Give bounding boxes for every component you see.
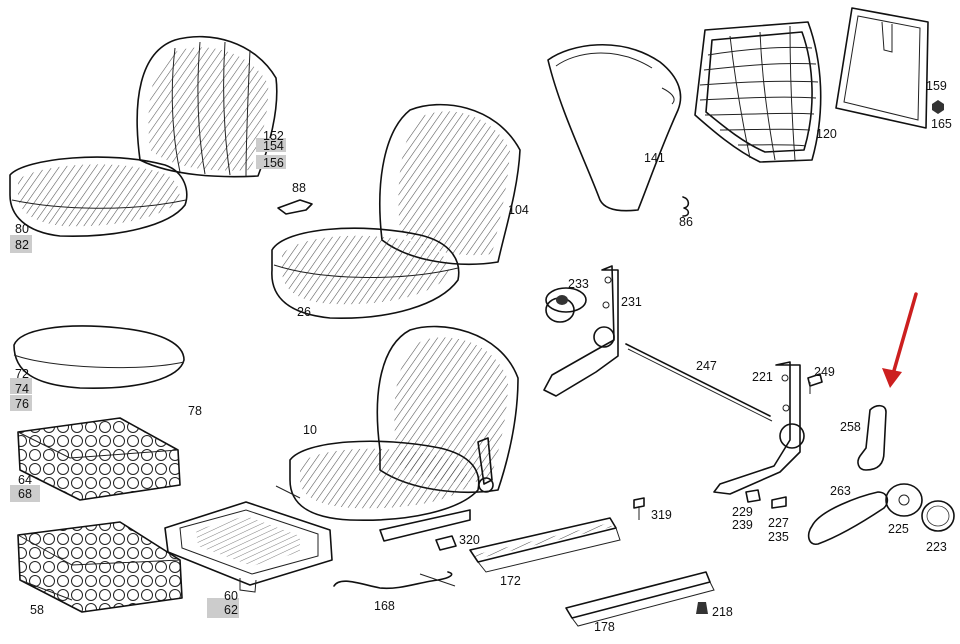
part-label-78: 78 (188, 404, 202, 418)
hinge-bracket-drawing (543, 265, 619, 397)
spring-unit-64-drawing (17, 417, 181, 501)
part-label-10: 10 (303, 423, 317, 437)
lever-258-drawing (857, 404, 887, 471)
backrest-shell-drawing (547, 44, 682, 212)
part-label-319: 319 (651, 508, 672, 522)
part-label-227: 227 (768, 516, 789, 530)
part-label-320: 320 (459, 533, 480, 547)
knob-223-drawing (921, 500, 955, 532)
spring-unit-58-drawing (17, 521, 183, 613)
part-label-86: 86 (679, 215, 693, 229)
part-label-165: 165 (931, 117, 952, 131)
part-label-141: 141 (644, 151, 665, 165)
clip-86-drawing (682, 196, 690, 217)
seat-frame-drawing (164, 501, 333, 593)
part-label-152: 152 (263, 129, 284, 143)
part-label-120: 120 (816, 127, 837, 141)
part-label-223: 223 (926, 540, 947, 554)
highlight-76 (10, 395, 32, 411)
part-label-80: 80 (15, 222, 29, 236)
back-panel-drawing (835, 7, 929, 129)
part-label-156: 156 (263, 156, 284, 170)
part-label-172: 172 (500, 574, 521, 588)
seat-cushion-cover-drawing (9, 156, 188, 237)
part-label-258: 258 (840, 420, 861, 434)
cable-168-drawing (333, 571, 456, 590)
clip-227-drawing (771, 496, 787, 509)
part-label-229: 229 (732, 505, 753, 519)
part-label-221: 221 (752, 370, 773, 384)
part-labels: 152 154 156 80 82 88 104 26 141 86 120 1… (15, 79, 952, 634)
part-label-168: 168 (374, 599, 395, 613)
part-label-154: 154 (263, 139, 284, 153)
part-label-249: 249 (814, 365, 835, 379)
part-label-235: 235 (768, 530, 789, 544)
label-highlights (10, 138, 286, 618)
part-label-178: 178 (594, 620, 615, 634)
backrest-spring-frame-drawing (694, 21, 822, 163)
part-label-58: 58 (30, 603, 44, 617)
highlight-74 (10, 378, 32, 394)
highlight-154 (256, 138, 286, 152)
hinge-bracket-221-drawing (713, 361, 805, 495)
backrest-cover-drawing (136, 35, 278, 178)
highlight-156 (256, 155, 286, 169)
part-label-225: 225 (888, 522, 909, 536)
part-label-263: 263 (830, 484, 851, 498)
bolt-249-drawing (807, 373, 823, 394)
complete-seat-drawing (275, 325, 519, 542)
part-label-233: 233 (568, 277, 589, 291)
highlight-62 (207, 598, 239, 618)
highlight-68 (10, 485, 40, 502)
part-label-72: 72 (15, 367, 29, 381)
part-label-60: 60 (224, 589, 238, 603)
part-label-247: 247 (696, 359, 717, 373)
clip-88-drawing (277, 199, 313, 215)
screw-218-drawing (696, 602, 708, 614)
part-label-239: 239 (732, 518, 753, 532)
lever-263-drawing (807, 491, 889, 545)
grommet-165-drawing (932, 100, 944, 114)
part-label-159: 159 (926, 79, 947, 93)
foam-pad-drawing (13, 325, 185, 390)
part-label-231: 231 (621, 295, 642, 309)
bolt-319-drawing (633, 497, 645, 520)
part-label-26: 26 (297, 305, 311, 319)
seat-upholstered-drawing (271, 103, 521, 319)
shaft-247-drawing (625, 343, 773, 422)
bushing-233-drawing (545, 287, 587, 323)
part-label-82: 82 (15, 238, 29, 252)
red-arrow-icon (882, 292, 918, 388)
clip-320-drawing (435, 535, 457, 551)
part-label-64: 64 (18, 473, 32, 487)
part-label-68: 68 (18, 487, 32, 501)
highlight-82 (10, 235, 32, 253)
rail-178-drawing (565, 571, 715, 627)
rail-172-drawing (469, 517, 621, 573)
part-label-74: 74 (15, 382, 29, 396)
part-label-104: 104 (508, 203, 529, 217)
part-label-76: 76 (15, 397, 29, 411)
part-label-218: 218 (712, 605, 733, 619)
part-label-88: 88 (292, 181, 306, 195)
part-label-62: 62 (224, 603, 238, 617)
knob-225-drawing (885, 483, 923, 517)
clip-229-drawing (745, 489, 761, 503)
